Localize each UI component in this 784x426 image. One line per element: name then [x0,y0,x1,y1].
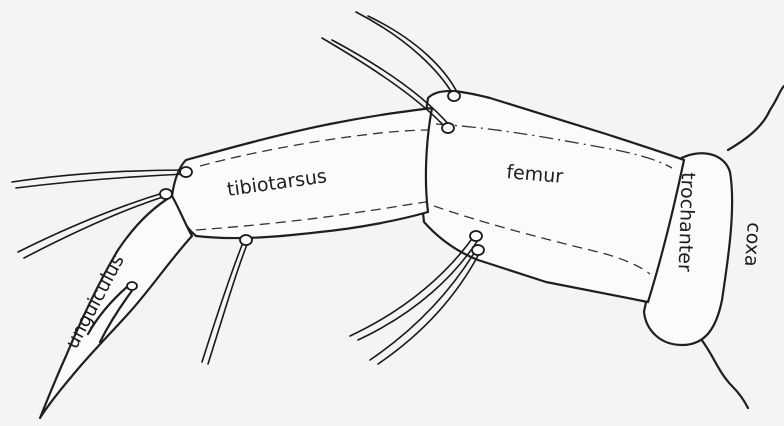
seta-socket [180,167,192,177]
seta-socket [448,91,460,101]
unguiculus-segment [40,196,192,418]
seta-socket [127,282,137,290]
femur-seta-lower-2b [378,252,480,364]
tibiotarsus-seta-lower [202,240,244,362]
seta-socket [240,235,252,245]
seta-socket [160,189,172,199]
femur-seta-lower-1 [350,236,474,336]
seta-socket [442,123,454,133]
femur-seta-top [356,12,454,96]
coxa-lower-outline [700,338,748,408]
femur-segment [421,91,684,302]
tibiotarsus-seta-upper-b [16,174,186,188]
seta-socket [470,231,482,241]
coxa-outline [728,86,784,150]
tibiotarsus-seta-lower-b [208,242,248,364]
trochanter-label: trochanter [674,172,699,272]
seta-socket [472,245,484,255]
coxa-label: coxa [740,222,765,268]
femur-seta-lower-2 [370,250,476,360]
